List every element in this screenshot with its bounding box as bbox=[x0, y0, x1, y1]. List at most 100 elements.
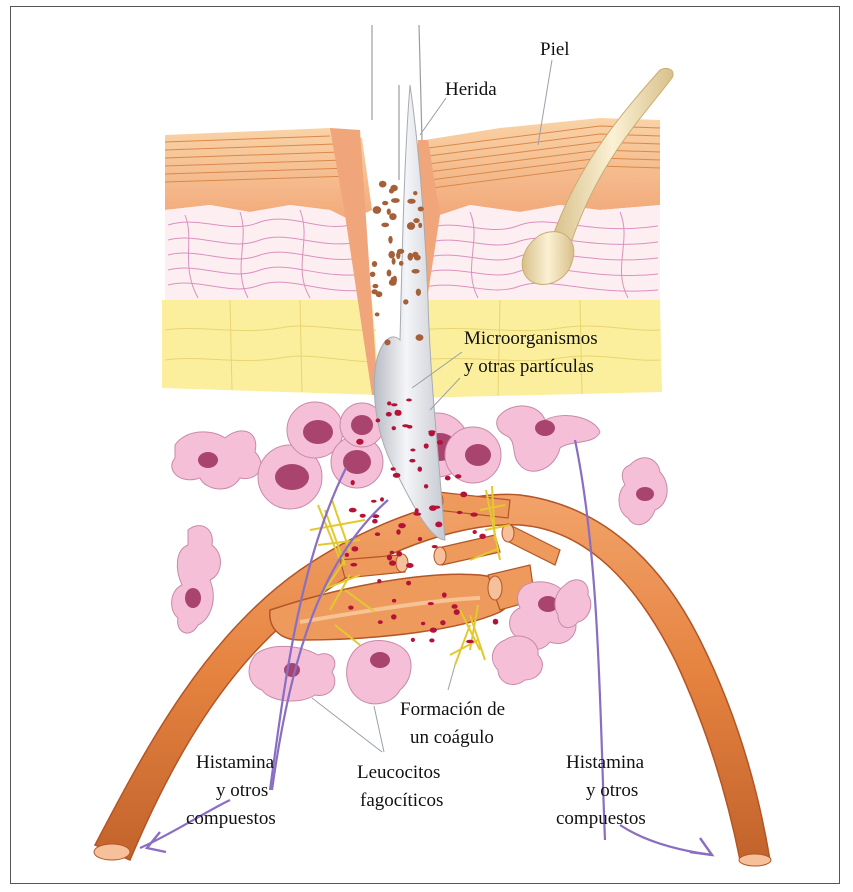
blood-cell bbox=[392, 426, 396, 430]
blood-cell bbox=[442, 592, 447, 597]
label-leucocitos-1: Leucocitos bbox=[357, 762, 440, 783]
blood-cell bbox=[391, 403, 397, 406]
blood-cell bbox=[428, 602, 434, 605]
blood-cell bbox=[454, 609, 460, 615]
label-microorganismos-2: y otras partículas bbox=[464, 356, 594, 377]
debris-particle bbox=[379, 181, 387, 188]
blood-cell bbox=[452, 604, 458, 609]
debris-particle bbox=[372, 284, 378, 288]
debris-particle bbox=[388, 251, 395, 259]
blood-cell bbox=[372, 519, 378, 524]
leukocyte bbox=[555, 580, 591, 628]
blood-cell bbox=[466, 640, 474, 644]
debris-particle bbox=[376, 291, 383, 297]
debris-particle bbox=[418, 223, 422, 228]
blood-cell bbox=[435, 522, 442, 528]
debris-particle bbox=[413, 218, 419, 223]
label-histamina-left-3: compuestos bbox=[186, 808, 276, 829]
blood-cell bbox=[348, 606, 353, 610]
debris-particle bbox=[387, 270, 392, 277]
blood-cell bbox=[457, 511, 463, 514]
debris-particle bbox=[381, 223, 389, 228]
blood-cell bbox=[380, 497, 384, 501]
blood-cell bbox=[437, 440, 443, 445]
label-histamina-left-2: y otros bbox=[216, 780, 268, 801]
debris-particle bbox=[413, 191, 417, 195]
blood-cell bbox=[387, 401, 391, 405]
debris-particle bbox=[418, 207, 424, 212]
leukocyte bbox=[497, 406, 600, 471]
blood-cell bbox=[429, 431, 435, 437]
leader-leuco-2 bbox=[374, 706, 384, 752]
leader-formacion bbox=[448, 665, 455, 690]
label-microorganismos-1: Microorganismos bbox=[464, 328, 598, 349]
blood-cell bbox=[371, 500, 377, 503]
blood-cell bbox=[470, 513, 478, 517]
leukocyte bbox=[172, 526, 221, 633]
debris-particle bbox=[412, 269, 420, 274]
debris-particle bbox=[372, 261, 377, 267]
debris-particle bbox=[399, 261, 404, 266]
blood-cell bbox=[389, 560, 396, 565]
blood-cell bbox=[445, 476, 451, 481]
debris-particle bbox=[407, 222, 415, 230]
label-leucocitos-2: fagocíticos bbox=[360, 790, 443, 811]
blood-cell bbox=[429, 638, 434, 642]
arrow-icon bbox=[147, 832, 166, 852]
leukocyte bbox=[445, 427, 501, 483]
blood-cell bbox=[375, 532, 380, 536]
debris-particle bbox=[384, 339, 390, 345]
label-histamina-right-2: y otros bbox=[586, 780, 638, 801]
blood-cell bbox=[377, 579, 381, 583]
label-histamina-left-1: Histamina bbox=[196, 752, 275, 773]
blood-cell bbox=[393, 473, 401, 478]
label-formacion-2: un coágulo bbox=[410, 727, 494, 748]
blood-cell bbox=[349, 508, 357, 513]
blood-cell bbox=[455, 474, 461, 478]
blood-cell bbox=[418, 537, 422, 541]
leader-herida bbox=[420, 98, 446, 135]
debris-particle bbox=[370, 272, 376, 277]
leader-leuco-1 bbox=[312, 698, 382, 752]
label-herida: Herida bbox=[445, 79, 497, 100]
blood-cell bbox=[352, 546, 359, 551]
debris-particle bbox=[382, 201, 388, 205]
debris-particle bbox=[414, 255, 421, 261]
debris-particle bbox=[391, 198, 400, 203]
blood-cell bbox=[356, 439, 363, 445]
debris-particle bbox=[403, 299, 408, 304]
debris-particle bbox=[407, 199, 415, 204]
blood-cell bbox=[391, 467, 396, 470]
blood-cell bbox=[396, 529, 400, 535]
label-histamina-right-1: Histamina bbox=[566, 752, 645, 773]
blood-cell bbox=[390, 551, 394, 554]
fat-layer-left bbox=[162, 300, 380, 395]
leukocyte bbox=[249, 646, 335, 701]
blood-cell bbox=[473, 530, 477, 534]
leukocyte bbox=[347, 641, 411, 704]
blood-cell bbox=[376, 418, 381, 422]
blood-cell bbox=[479, 534, 486, 539]
blood-cell bbox=[391, 614, 397, 619]
blood-cell bbox=[360, 514, 366, 518]
leukocyte bbox=[492, 636, 542, 685]
blood-cell bbox=[421, 622, 425, 625]
blood-cell bbox=[415, 508, 419, 513]
blood-cell bbox=[433, 506, 440, 509]
vessel-branch-2 bbox=[438, 535, 500, 565]
debris-particle bbox=[416, 334, 424, 341]
blood-cell bbox=[432, 545, 438, 548]
debris-particle bbox=[389, 213, 396, 220]
blood-cell bbox=[410, 449, 415, 452]
blood-cell bbox=[402, 424, 409, 427]
blood-cell bbox=[378, 620, 383, 624]
blood-cell bbox=[406, 581, 411, 586]
debris-particle bbox=[389, 188, 394, 193]
leukocyte bbox=[619, 458, 667, 525]
blood-cell bbox=[387, 555, 392, 561]
blood-cell bbox=[424, 484, 428, 488]
blood-cell bbox=[398, 523, 406, 528]
leukocyte bbox=[172, 431, 261, 489]
blood-cell bbox=[406, 399, 412, 402]
